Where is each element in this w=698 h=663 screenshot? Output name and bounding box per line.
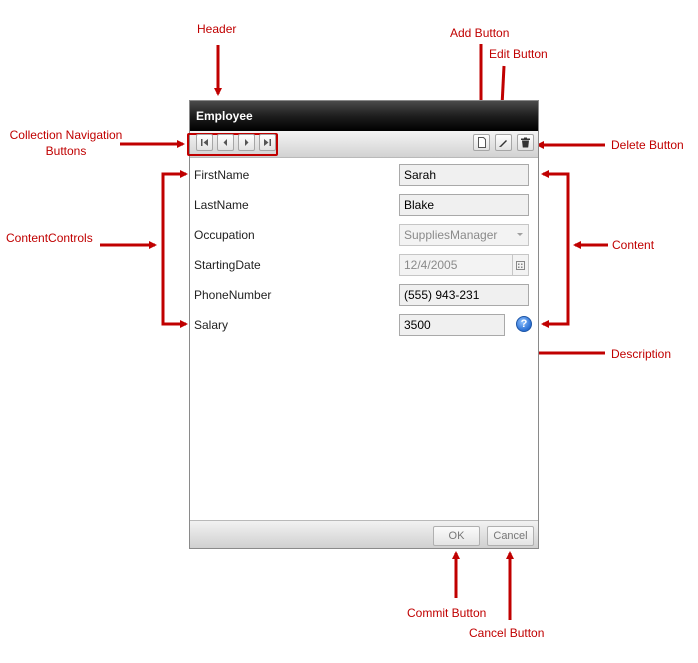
calendar-button[interactable]: [512, 255, 528, 275]
label-startingdate: StartingDate: [194, 258, 261, 272]
lastname-field[interactable]: Blake: [399, 194, 529, 216]
firstname-field[interactable]: Sarah: [399, 164, 529, 186]
delete-button[interactable]: [517, 134, 534, 151]
salary-field[interactable]: 3500: [399, 314, 505, 336]
first-icon: [201, 139, 208, 146]
form-footer: OK Cancel: [190, 520, 538, 548]
first-item-button[interactable]: [196, 134, 213, 151]
calendar-icon: [516, 260, 525, 270]
commit-button-annotation: Commit Button: [407, 606, 487, 620]
label-phonenumber: PhoneNumber: [194, 288, 272, 302]
label-salary: Salary: [194, 318, 229, 332]
label-lastname: LastName: [194, 198, 249, 212]
edit-icon: [499, 140, 507, 147]
form-toolbar: [187, 131, 538, 158]
occupation-dropdown[interactable]: SuppliesManager: [399, 224, 529, 246]
edit-button-annotation: Edit Button: [489, 47, 548, 61]
previous-icon: [223, 139, 227, 146]
form-header: Employee: [190, 101, 538, 131]
edit-button[interactable]: [495, 134, 512, 151]
next-item-button[interactable]: [238, 134, 255, 151]
add-icon: [477, 137, 486, 148]
collection-navigation-annotation-line2: Buttons: [45, 144, 87, 158]
content-controls-annotation: ContentControls: [6, 231, 93, 245]
add-button[interactable]: [473, 134, 490, 151]
phonenumber-field[interactable]: (555) 943-231: [399, 284, 529, 306]
ok-button[interactable]: OK: [433, 526, 480, 546]
cancel-button[interactable]: Cancel: [487, 526, 534, 546]
occupation-value: SuppliesManager: [404, 228, 498, 242]
help-icon[interactable]: ?: [516, 316, 532, 332]
add-button-annotation: Add Button: [450, 26, 510, 40]
header-annotation: Header: [197, 22, 237, 36]
last-icon: [264, 139, 271, 146]
label-firstname: FirstName: [194, 168, 250, 182]
content-annotation: Content: [612, 238, 655, 252]
description-annotation: Description: [611, 347, 672, 361]
collection-navigation-annotation-line1: Collection Navigation: [9, 128, 123, 142]
startingdate-value: 12/4/2005: [404, 258, 458, 272]
next-icon: [245, 139, 249, 146]
collection-navigation-annotation: Collection Navigation Buttons: [4, 128, 128, 158]
last-item-button[interactable]: [259, 134, 276, 151]
cancel-button-annotation: Cancel Button: [469, 626, 545, 640]
form-title: Employee: [196, 109, 253, 123]
delete-icon: [521, 137, 530, 148]
startingdate-picker[interactable]: 12/4/2005: [399, 254, 529, 276]
chevron-down-icon: [517, 233, 523, 236]
delete-button-annotation: Delete Button: [611, 138, 684, 152]
label-occupation: Occupation: [194, 228, 255, 242]
previous-item-button[interactable]: [217, 134, 234, 151]
data-form: Employee: [187, 100, 539, 549]
